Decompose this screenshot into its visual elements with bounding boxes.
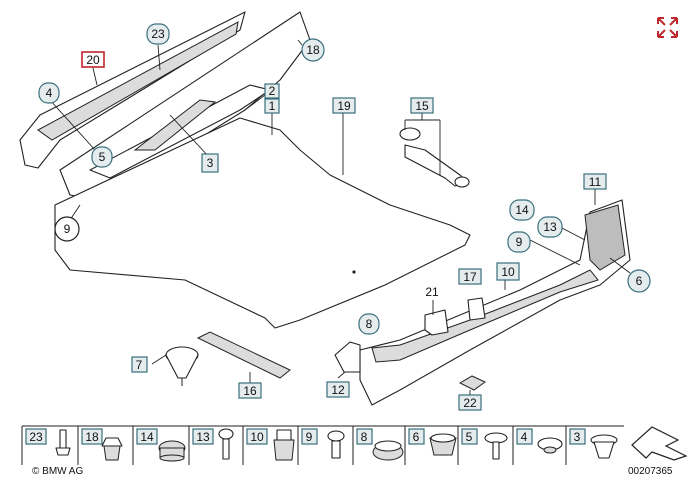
label-card-part xyxy=(458,375,486,391)
fastener-5-drawing xyxy=(484,432,508,460)
strip-label-18-text: 18 xyxy=(85,430,99,444)
callout-1 xyxy=(264,98,280,114)
fastener-3-drawing xyxy=(590,434,618,459)
floor-carpet xyxy=(54,117,471,329)
callout-14-text: 14 xyxy=(515,203,529,217)
callout-13 xyxy=(537,216,563,238)
callout-17 xyxy=(458,268,482,285)
callout-9 xyxy=(54,216,80,242)
callout-2-text: 2 xyxy=(269,84,276,98)
rear-panel-trim xyxy=(59,11,311,201)
callout-5 xyxy=(91,146,113,168)
callout-18-text: 18 xyxy=(306,43,320,57)
callout-16-text: 16 xyxy=(243,384,257,398)
rail-part xyxy=(196,331,291,379)
callout-19 xyxy=(332,97,356,114)
callout-7-text: 7 xyxy=(136,358,143,372)
callout-17-text: 17 xyxy=(463,270,477,284)
callout-7 xyxy=(131,356,148,373)
callout-8-text: 8 xyxy=(366,317,373,331)
callouts: 23 20 18 4 2 1 19 15 5 3 9 11 xyxy=(38,23,651,411)
callout-12 xyxy=(326,381,350,398)
fastener-10-drawing xyxy=(273,429,295,461)
callout-18 xyxy=(301,38,325,62)
callout-10-text: 10 xyxy=(501,265,515,279)
strip-label-6 xyxy=(408,428,425,445)
callout-3-text: 3 xyxy=(207,156,214,170)
callout-16 xyxy=(238,382,262,399)
callout-20-text: 20 xyxy=(86,53,100,67)
leader-lines xyxy=(49,39,631,395)
fastener-18-drawing xyxy=(101,437,123,461)
fastener-14-drawing xyxy=(158,440,186,462)
fastener-strip: 23 18 14 13 10 9 8 6 5 4 3 xyxy=(21,425,688,465)
strip-label-18 xyxy=(81,428,103,445)
callout-3 xyxy=(201,153,219,173)
callout-20 xyxy=(81,51,105,68)
callout-4 xyxy=(38,82,60,104)
strip-label-5 xyxy=(461,428,478,445)
strip-label-3 xyxy=(569,428,586,445)
callout-22-text: 22 xyxy=(463,396,477,410)
callout-11-text: 11 xyxy=(589,175,602,189)
fastener-23-drawing xyxy=(55,429,71,456)
callout-6-text: 6 xyxy=(636,274,643,288)
strip-label-8 xyxy=(356,428,373,445)
strip-label-23 xyxy=(25,428,47,445)
callout-4-text: 4 xyxy=(46,86,53,100)
strip-label-3-text: 3 xyxy=(574,430,581,444)
bracket-part xyxy=(399,127,470,188)
fastener-6-drawing xyxy=(429,433,457,456)
callout-8 xyxy=(358,313,380,335)
orientation-arrow-icon xyxy=(631,426,688,461)
strip-label-6-text: 6 xyxy=(413,430,420,444)
strip-label-10 xyxy=(246,428,268,445)
callout-2 xyxy=(264,83,280,99)
strip-label-8-text: 8 xyxy=(361,430,368,444)
clip-part-17 xyxy=(467,297,486,321)
copyright-text: © BMW AG xyxy=(32,466,83,477)
diagram-number: 00207365 xyxy=(628,466,673,477)
callout-13-text: 13 xyxy=(543,220,557,234)
strip-label-10-text: 10 xyxy=(250,430,264,444)
callout-23-text: 23 xyxy=(151,27,165,41)
callout-19-text: 19 xyxy=(337,99,351,113)
callout-21-text: 21 xyxy=(425,285,439,299)
strip-label-23-text: 23 xyxy=(29,430,43,444)
strip-label-14-text: 14 xyxy=(140,430,154,444)
fastener-13-drawing xyxy=(218,428,234,460)
strip-label-9 xyxy=(301,428,318,445)
strip-label-4 xyxy=(516,428,533,445)
callout-6 xyxy=(627,269,651,293)
strip-label-4-text: 4 xyxy=(521,430,528,444)
callout-23 xyxy=(146,23,170,45)
callout-15-text: 15 xyxy=(415,99,429,113)
clip-part-21 xyxy=(424,309,449,336)
callout-9-text: 9 xyxy=(64,222,71,236)
callout-11 xyxy=(583,173,607,190)
fastener-9-drawing xyxy=(327,430,345,459)
strip-label-9-text: 9 xyxy=(306,430,313,444)
callout-15 xyxy=(410,97,434,114)
callout-5-text: 5 xyxy=(99,150,106,164)
callout-14 xyxy=(509,199,535,221)
grommet-part xyxy=(165,346,199,386)
fastener-4-drawing xyxy=(537,437,563,454)
callout-9-right-text: 9 xyxy=(516,235,523,249)
callout-22 xyxy=(458,394,482,411)
strip-label-13 xyxy=(192,428,214,445)
fastener-8-drawing xyxy=(372,440,404,461)
strip-label-14 xyxy=(136,428,158,445)
callout-12-text: 12 xyxy=(331,383,345,397)
strip-label-5-text: 5 xyxy=(466,430,473,444)
callout-9-right xyxy=(507,231,531,253)
strip-label-13-text: 13 xyxy=(196,430,210,444)
bracket-part-12 xyxy=(334,341,361,373)
expand-arrows-icon[interactable] xyxy=(654,14,680,40)
callout-10 xyxy=(496,262,520,281)
callout-1-text: 1 xyxy=(269,99,276,113)
